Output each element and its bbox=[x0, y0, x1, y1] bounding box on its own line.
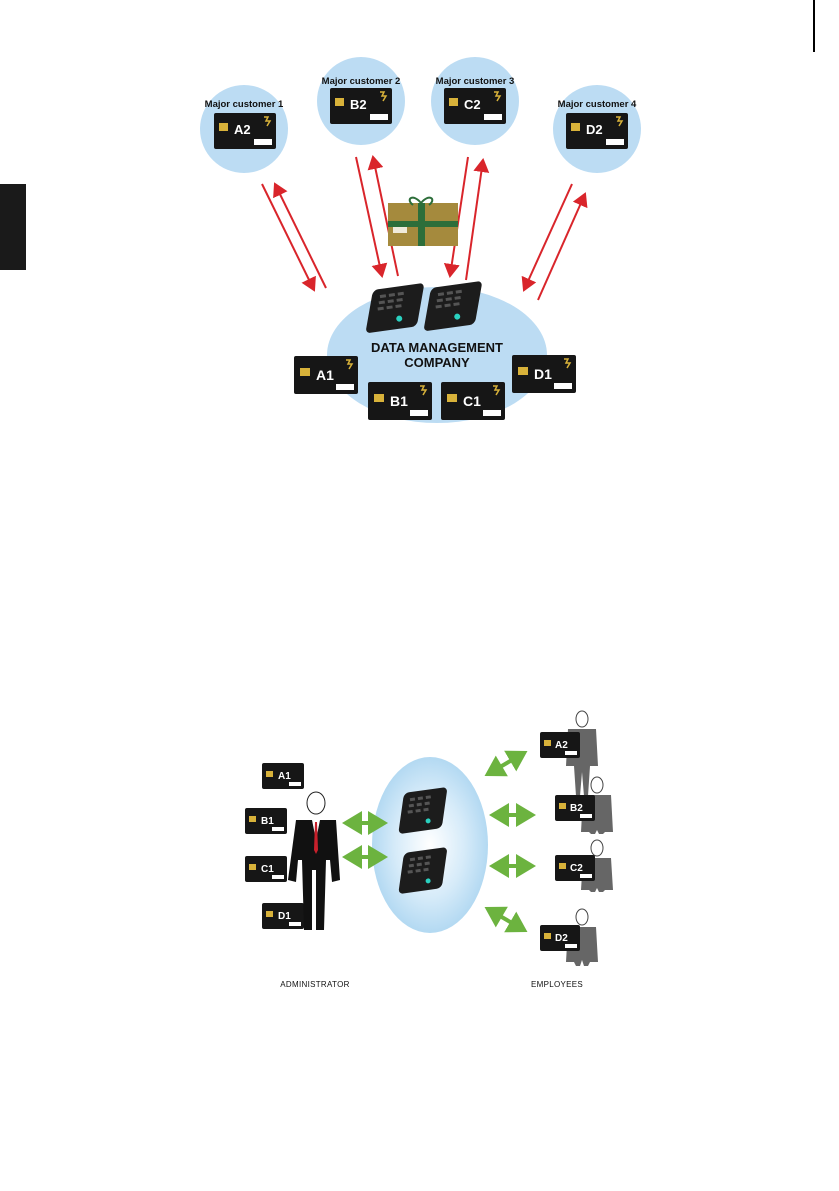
arrow-drive-to-employee bbox=[488, 909, 524, 930]
employee-c2: C2 bbox=[555, 840, 613, 892]
customer-node-2: Major customer 2 B2 bbox=[317, 57, 405, 145]
customer-label: Major customer 1 bbox=[205, 99, 284, 110]
package-icon bbox=[388, 198, 458, 246]
card-icon: B2 bbox=[330, 88, 392, 124]
customer-distribution-diagram: Major customer 1 A2 Major customer 2 B2 bbox=[200, 57, 641, 423]
card-icon: B1 bbox=[368, 382, 432, 420]
admin-card-code: D1 bbox=[278, 911, 291, 922]
card-icon: D1 bbox=[262, 903, 304, 929]
arrow-to-customer bbox=[466, 160, 483, 280]
arrow-drive-to-employee bbox=[488, 753, 524, 774]
employee-d2: D2 bbox=[540, 909, 598, 966]
arrow-to-customer bbox=[275, 184, 326, 288]
admin-card-code: A1 bbox=[278, 771, 291, 782]
company-card-code: A1 bbox=[316, 367, 334, 383]
card-icon: D2 bbox=[566, 113, 628, 149]
customer-label: Major customer 3 bbox=[436, 76, 515, 87]
arrow-to-company bbox=[356, 157, 382, 276]
company-name-line1: DATA MANAGEMENT bbox=[371, 340, 503, 355]
card-icon: D2 bbox=[540, 925, 580, 951]
admin-card-code: B1 bbox=[261, 816, 274, 827]
customer-card-code: B2 bbox=[350, 97, 367, 112]
card-icon: D1 bbox=[512, 355, 576, 393]
customer-card-code: C2 bbox=[464, 97, 481, 112]
card-icon: C2 bbox=[555, 855, 595, 881]
card-icon: A1 bbox=[262, 763, 304, 789]
customer-card-code: D2 bbox=[586, 122, 603, 137]
customer-card-code: A2 bbox=[234, 122, 251, 137]
arrow-to-company bbox=[262, 184, 314, 290]
customer-node-4: Major customer 4 D2 bbox=[553, 85, 641, 173]
card-icon: C1 bbox=[245, 856, 287, 882]
employee-card-code: D2 bbox=[555, 933, 568, 944]
company-card-code: D1 bbox=[534, 366, 552, 382]
company-card-code: B1 bbox=[390, 393, 408, 409]
arrow-to-customer bbox=[538, 194, 585, 300]
card-icon: C1 bbox=[441, 382, 505, 420]
customer-node-3: Major customer 3 C2 bbox=[431, 57, 519, 145]
company-card-code: C1 bbox=[463, 393, 481, 409]
card-icon: C2 bbox=[444, 88, 506, 124]
employee-card-code: B2 bbox=[570, 803, 583, 814]
arrow-to-company bbox=[524, 184, 572, 290]
card-icon: A1 bbox=[294, 356, 358, 394]
employee-a2: A2 bbox=[540, 711, 598, 796]
employees-label: EMPLOYEES bbox=[531, 980, 583, 989]
administrator-label: ADMINISTRATOR bbox=[280, 980, 349, 989]
card-icon: B2 bbox=[555, 795, 595, 821]
customer-label: Major customer 2 bbox=[322, 76, 401, 87]
card-icon: B1 bbox=[245, 808, 287, 834]
customer-node-1: Major customer 1 A2 bbox=[200, 85, 288, 173]
customer-label: Major customer 4 bbox=[558, 99, 637, 110]
employee-card-code: A2 bbox=[555, 740, 568, 751]
administrator-employees-diagram: A1 B1 C1 D1 bbox=[245, 711, 613, 989]
admin-card-code: C1 bbox=[261, 864, 274, 875]
employee-card-code: C2 bbox=[570, 863, 583, 874]
card-icon: A2 bbox=[540, 732, 580, 758]
card-icon: A2 bbox=[214, 113, 276, 149]
company-name-line2: COMPANY bbox=[404, 355, 470, 370]
drive-bubble bbox=[372, 757, 488, 933]
